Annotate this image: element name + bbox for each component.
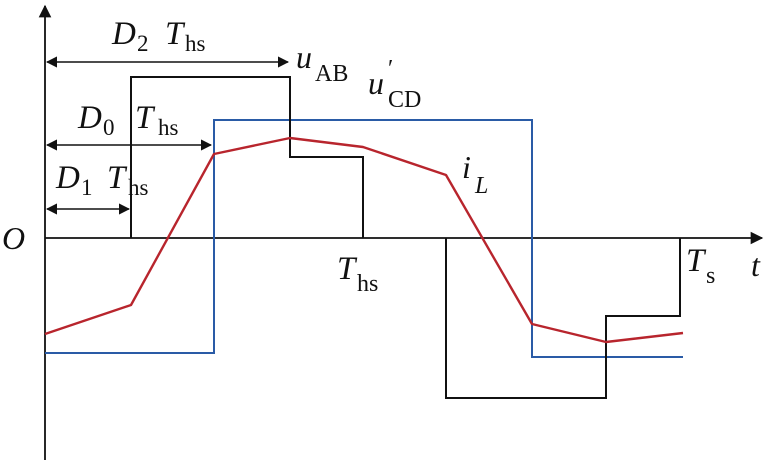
d0-label-num: 0 (103, 115, 115, 140)
d1-label-num: 1 (81, 175, 93, 200)
uab-waveform-negative (445, 238, 681, 399)
ths-label-sub: hs (357, 271, 378, 297)
ucd-label-u: u (368, 65, 384, 101)
ucd-label-sub: CD (388, 87, 421, 113)
d0-label-t: T (135, 100, 156, 136)
d0-label-d: D (77, 100, 102, 136)
d2-label-sub: hs (185, 31, 206, 56)
d1-label-t: T (107, 160, 128, 196)
ts-label-t: T (686, 243, 707, 279)
il-waveform (44, 136, 684, 344)
uab-label-u: u (296, 39, 312, 75)
ths-label-t: T (337, 251, 358, 287)
d2-label-num: 2 (137, 31, 149, 56)
il-label-i: i (462, 149, 471, 185)
origin-label: O (2, 220, 25, 256)
d0-label-sub: hs (158, 115, 179, 140)
il-label-sub: L (474, 173, 488, 199)
d1-label-sub: hs (128, 175, 149, 200)
uab-waveform (130, 76, 364, 238)
d1-label-d: D (55, 160, 80, 196)
ts-label-sub: s (706, 263, 715, 289)
ucd-label-prime: ′ (388, 56, 393, 82)
t-axis-label: t (751, 247, 761, 283)
ucd-waveform (45, 119, 683, 358)
d2-label-d: D (111, 16, 136, 52)
d2-label-t: T (165, 16, 186, 52)
uab-label-sub: AB (315, 61, 348, 87)
